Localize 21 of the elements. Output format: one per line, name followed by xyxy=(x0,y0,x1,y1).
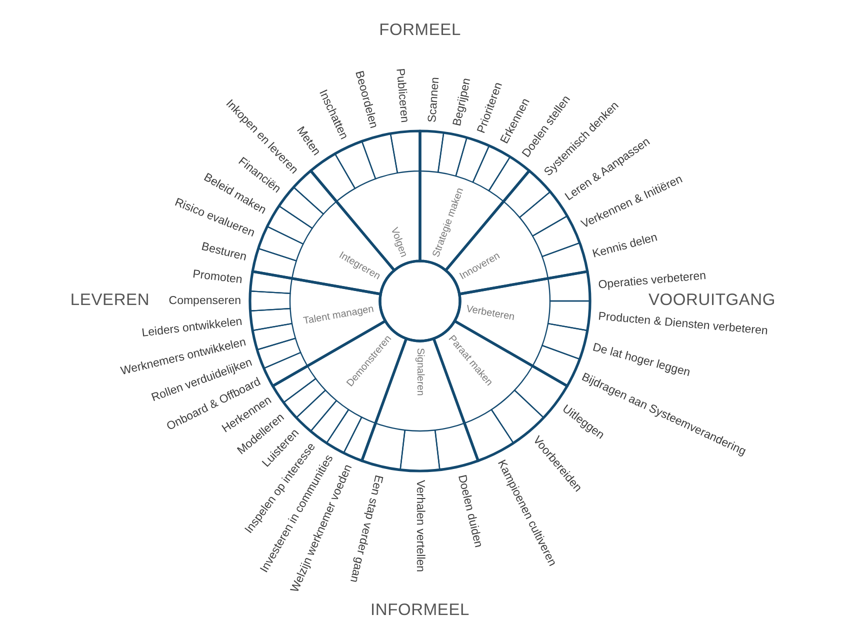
pole-label: LEVEREN xyxy=(70,291,150,309)
activity-label: Promoten xyxy=(192,268,243,286)
sector-label: Volgen xyxy=(388,226,410,259)
pole-label: FORMEEL xyxy=(379,21,461,39)
activity-label: Leiders ontwikkelen xyxy=(141,316,243,340)
activity-label: Publiceren xyxy=(394,68,410,124)
activity-label: Besturen xyxy=(200,240,248,264)
activity-label: Compenseren xyxy=(168,295,241,307)
sector-label: Signaleren xyxy=(414,348,426,396)
activity-label: Producten & Diensten verbeteren xyxy=(598,310,768,338)
sector-label: Verbeteren xyxy=(465,304,516,324)
activity-label: Kennis delen xyxy=(591,232,659,260)
activity-label: Verhalen vertellen xyxy=(414,480,426,572)
activity-label: Doelen duiden xyxy=(455,474,484,549)
pole-label: INFORMEEL xyxy=(370,601,470,619)
activity-label: Operaties verbeteren xyxy=(598,270,706,292)
pole-label: VOORUITGANG xyxy=(648,291,776,309)
sector-label: Talent managen xyxy=(302,304,375,327)
activity-label: Begrijpen xyxy=(451,77,474,128)
activity-label: Scannen xyxy=(426,76,442,123)
activity-label: Een stap verder gaan xyxy=(348,474,385,584)
